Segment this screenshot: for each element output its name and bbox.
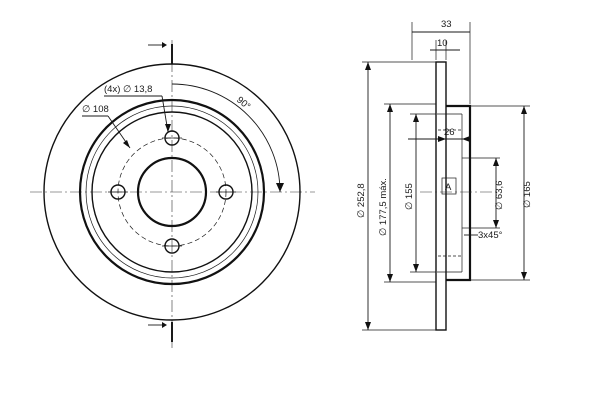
datum-label: A	[445, 182, 452, 193]
angle-callout: 90°	[234, 95, 252, 113]
hat-section	[446, 104, 472, 282]
section-arrowhead-top	[162, 42, 167, 48]
chamfer-label: 3x45°	[478, 230, 503, 241]
outer-diameter-label: ∅ 252,8	[356, 183, 367, 218]
dim-26-arrow-right	[462, 136, 470, 142]
dim-63-arrow-bottom	[493, 220, 499, 228]
pcd-leader-arrowhead	[123, 140, 130, 148]
holes-callout: (4x) ∅ 13,8	[104, 84, 152, 95]
pcd-callout: ∅ 108	[82, 104, 109, 115]
overall-width-label: 33	[441, 19, 452, 30]
dim-26-arrow-left	[438, 136, 446, 142]
holes-leader-arrowhead	[165, 124, 171, 132]
friction-diameter-label: ∅ 177,5 máx.	[378, 178, 389, 236]
section-arrowhead-bottom	[162, 322, 167, 328]
angle-arrowhead	[276, 183, 284, 192]
dim-165-arrow-bottom	[521, 272, 527, 280]
friction-plate	[435, 61, 447, 331]
flange-thickness-label: 10	[437, 38, 448, 49]
front-view: 90° (4x) ∅ 13,8 ∅ 108	[30, 40, 315, 348]
friction-ring-inner-edge	[78, 98, 266, 286]
diameter-155-label: ∅ 155	[404, 183, 415, 210]
dim-155-arrow-top	[413, 114, 419, 122]
dim-252-arrow-top	[365, 62, 371, 70]
hat-depth-label: 26	[444, 127, 455, 138]
side-view: 33 10 26 A 3x45° ∅ 252,8 ∅ 177,5 máx.	[356, 19, 533, 331]
dim-63-arrow-top	[493, 158, 499, 166]
center-bore-label: ∅ 63,6	[494, 181, 505, 210]
dim-165-arrow-top	[521, 106, 527, 114]
hat-diameter-label: ∅ 165	[522, 181, 533, 208]
dim-177-arrow-top	[387, 104, 393, 112]
dim-252-arrow-bottom	[365, 322, 371, 330]
disc-outer-edge	[43, 63, 301, 321]
dim-155-arrow-bottom	[413, 264, 419, 272]
datum-box	[441, 177, 457, 195]
hat-inner-edge	[91, 111, 253, 273]
dim-177-arrow-bottom	[387, 274, 393, 282]
hat-outer-edge	[85, 105, 259, 279]
center-bore	[136, 156, 208, 228]
angle-arc	[171, 83, 281, 193]
